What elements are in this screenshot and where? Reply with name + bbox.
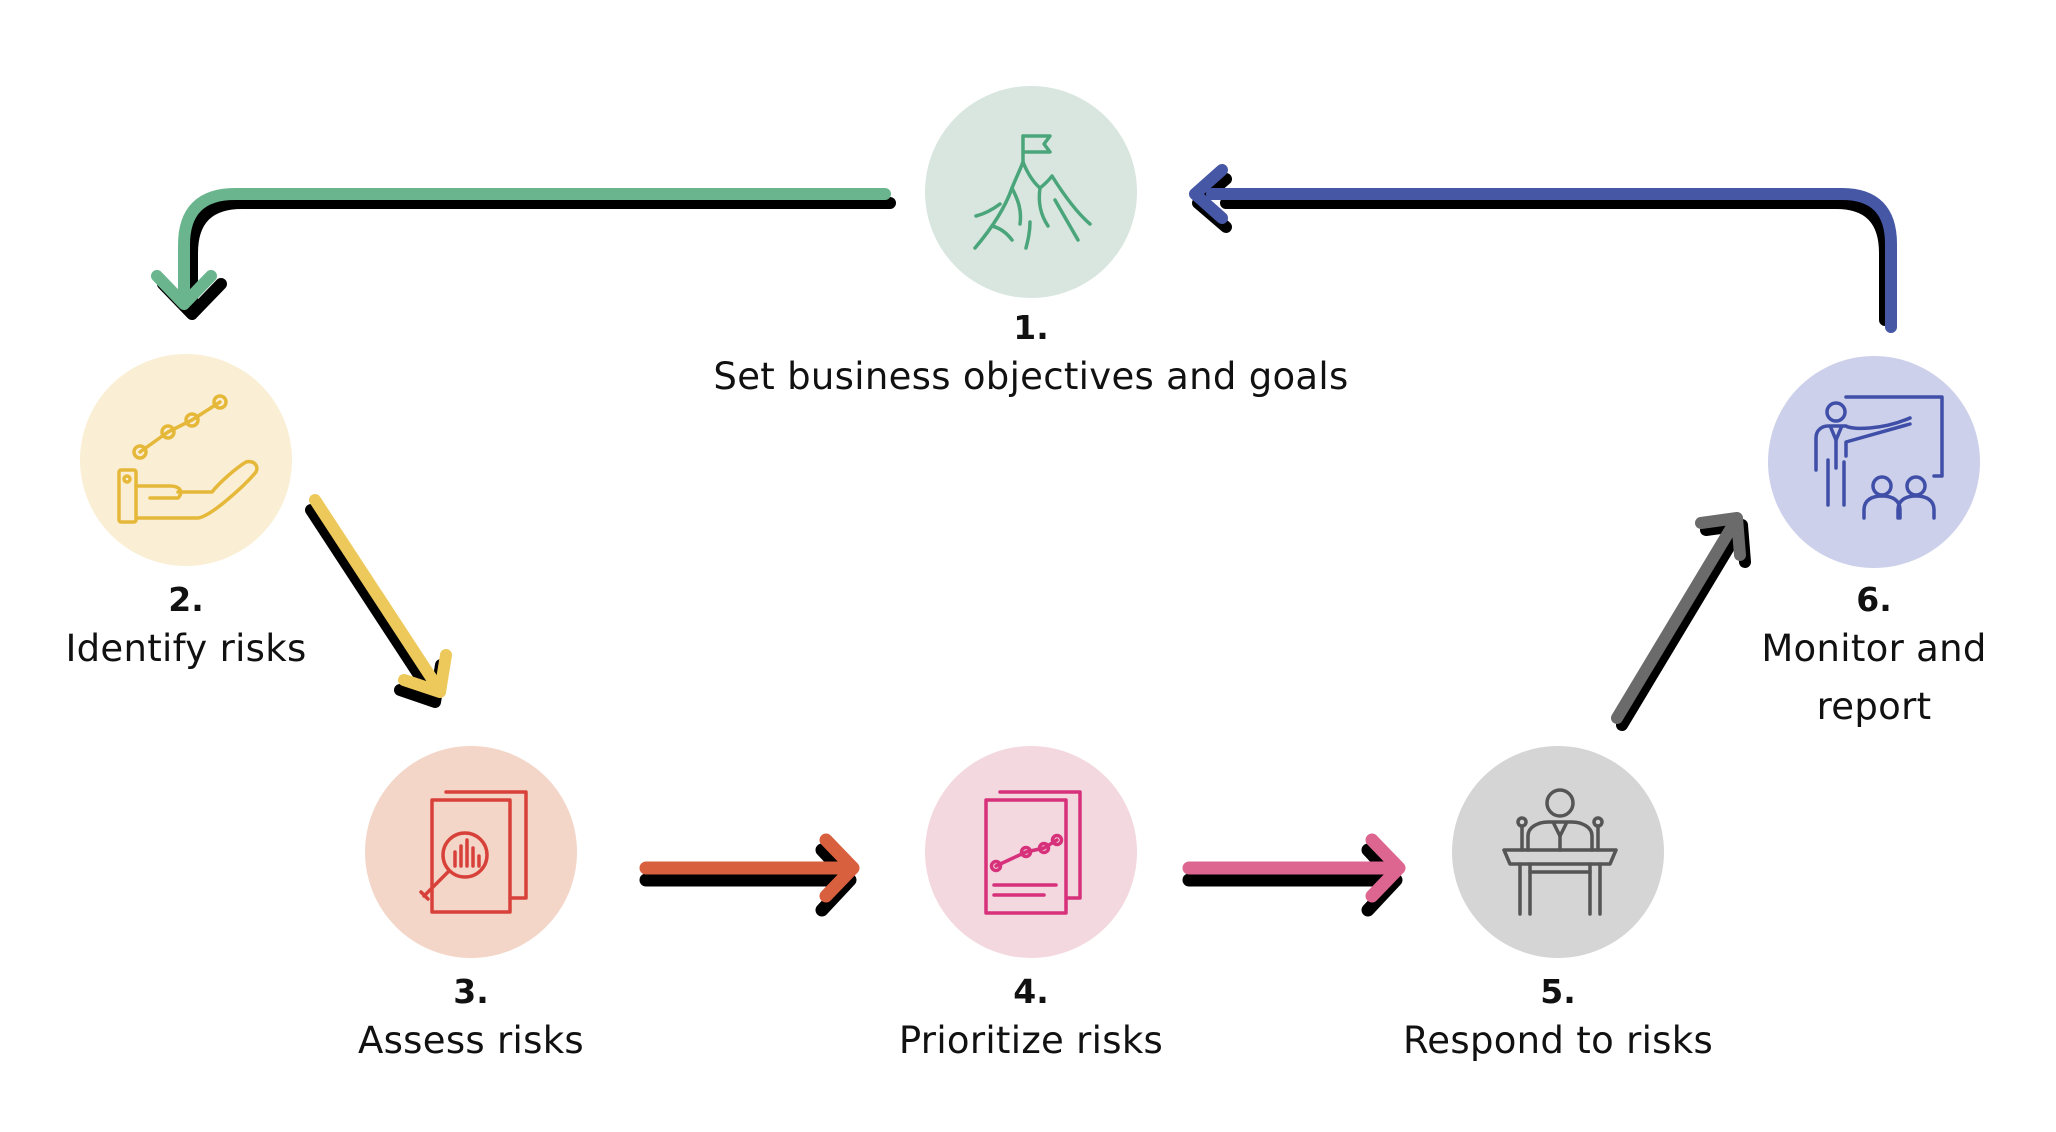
step-2-number: 2. [168,580,204,619]
step-6-title-line-1: Monitor and [1761,627,1987,670]
step-6-number: 6. [1856,580,1892,619]
document-chart-icon [984,790,1082,915]
arrow-4-to-5 [1182,833,1406,917]
step-2-title: Identify risks [65,627,307,670]
step-3-title: Assess risks [357,1019,584,1062]
arrow-5-to-6 [1611,512,1751,731]
step-5-circle [1452,746,1664,958]
step-5-label: 5. Respond to risks [1338,972,1778,1070]
podium-speaker-icon [1502,788,1618,916]
arrow-6-to-1 [1189,164,1897,333]
hand-chart-icon [117,394,259,524]
presentation-board-icon [1814,395,1944,520]
step-4-label: 4. Prioritize risks [831,972,1231,1070]
step-4-number: 4. [1013,972,1049,1011]
step-1-label: 1. Set business objectives and goals [631,308,1431,406]
step-1-circle [925,86,1137,298]
step-3-number: 3. [453,972,489,1011]
step-1-number: 1. [1013,308,1049,347]
arrow-2-to-3 [305,494,452,708]
step-2-circle [80,354,292,566]
step-4-title: Prioritize risks [898,1019,1164,1062]
step-5-number: 5. [1540,972,1576,1011]
step-6-label: 6. Monitor and report [1694,580,2054,736]
arrow-1-to-2 [151,188,896,320]
mountain-flag-icon [973,134,1092,250]
step-5-title: Respond to risks [1402,1019,1714,1062]
document-magnifier-icon [419,790,528,914]
step-3-circle [365,746,577,958]
arrow-3-to-4 [639,833,860,917]
step-6-circle [1768,356,1980,568]
step-2-label: 2. Identify risks [0,580,372,678]
step-6-title-line-2: report [1816,685,1932,728]
step-1-title: Set business objectives and goals [713,355,1349,398]
step-3-label: 3. Assess risks [271,972,671,1070]
